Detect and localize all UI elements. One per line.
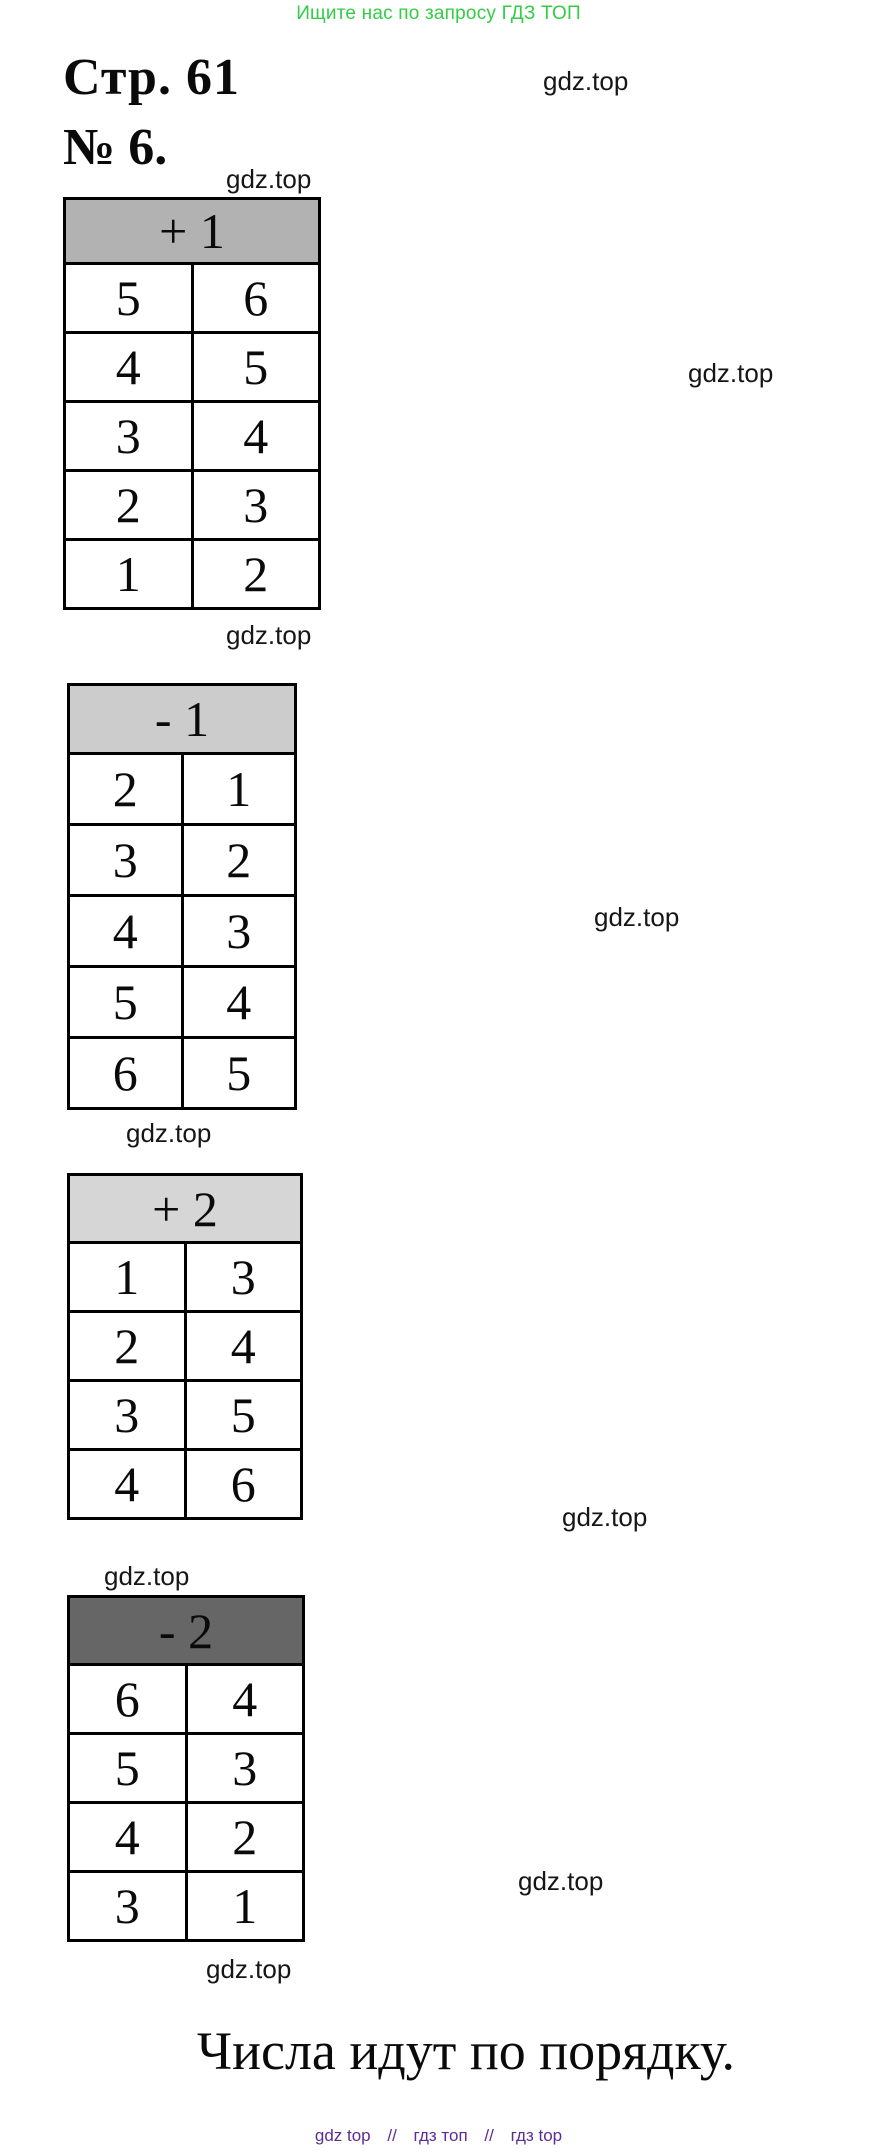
gdz-top-watermark: gdz.top	[226, 620, 312, 650]
gdz-top-watermark: gdz.top	[226, 164, 312, 194]
promo-banner: Ищите нас по запросу ГДЗ ТОП	[296, 3, 581, 24]
table-cell: 1	[180, 755, 295, 823]
gdz-top-watermark: gdz.top	[206, 1954, 292, 1984]
table-operation-header: + 2	[70, 1176, 300, 1244]
table-cell: 2	[190, 541, 319, 607]
table-cell: 2	[180, 826, 295, 894]
table-cell: 3	[114, 1878, 140, 1934]
conclusion-text: Числа идут по порядку.	[197, 2021, 736, 2081]
table-cell: 6	[114, 1671, 140, 1727]
footer-link-gdz-top-mixed[interactable]: гдз top	[510, 2126, 563, 2145]
gdz-top-watermark: gdz.top	[126, 1118, 212, 1148]
table-cell: 1	[115, 546, 141, 602]
table-cell: 3	[112, 832, 138, 888]
table-cell: 2	[112, 761, 138, 817]
table-cell: 5	[183, 1382, 301, 1448]
table-cell: 4	[183, 1313, 301, 1379]
footer-link-gdz-top[interactable]: gdz top	[314, 2126, 371, 2145]
table-cell: 6	[112, 1045, 138, 1101]
table-cell: 4	[180, 968, 295, 1036]
table-cell: 2	[184, 1804, 303, 1870]
footer-links: gdz top // гдз топ // гдз top	[0, 2126, 877, 2146]
gdz-top-watermark: gdz.top	[594, 902, 680, 932]
table-cell: 3	[180, 897, 295, 965]
page-title: Стр. 61	[63, 49, 240, 106]
footer-separator: //	[387, 2126, 397, 2145]
footer-separator: //	[484, 2126, 494, 2145]
table-cell: 5	[114, 1740, 140, 1796]
table-cell: 4	[184, 1666, 303, 1732]
table-operation-header: - 1	[70, 686, 294, 755]
table-cell: 4	[114, 1809, 140, 1865]
table-cell: 3	[183, 1244, 301, 1310]
table-operation-header: - 2	[70, 1598, 302, 1666]
table-cell: 6	[183, 1451, 301, 1517]
table-cell: 2	[115, 477, 141, 533]
table-cell: 1	[114, 1249, 140, 1305]
table-cell: 4	[112, 903, 138, 959]
table-cell: 5	[112, 974, 138, 1030]
table-cell: 4	[190, 403, 319, 469]
footer-link-gdz-top-cyrillic[interactable]: гдз топ	[413, 2126, 468, 2145]
table-cell: 4	[114, 1456, 140, 1512]
task-number-heading: № 6.	[63, 119, 168, 176]
gdz-top-watermark: gdz.top	[562, 1502, 648, 1532]
table-cell: 3	[190, 472, 319, 538]
table-operation-header: + 1	[66, 200, 318, 265]
gdz-top-watermark: gdz.top	[518, 1866, 604, 1896]
table-cell: 1	[184, 1873, 303, 1939]
table-cell: 4	[115, 339, 141, 395]
gdz-top-watermark: gdz.top	[688, 358, 774, 388]
table-cell: 6	[190, 265, 319, 331]
table-cell: 5	[190, 334, 319, 400]
table-cell: 5	[115, 270, 141, 326]
table-cell: 3	[115, 408, 141, 464]
table-cell: 2	[114, 1318, 140, 1374]
gdz-top-watermark: gdz.top	[543, 66, 629, 96]
table-cell: 3	[114, 1387, 140, 1443]
gdz-top-watermark: gdz.top	[104, 1561, 190, 1591]
table-cell: 5	[180, 1039, 295, 1107]
table-cell: 3	[184, 1735, 303, 1801]
